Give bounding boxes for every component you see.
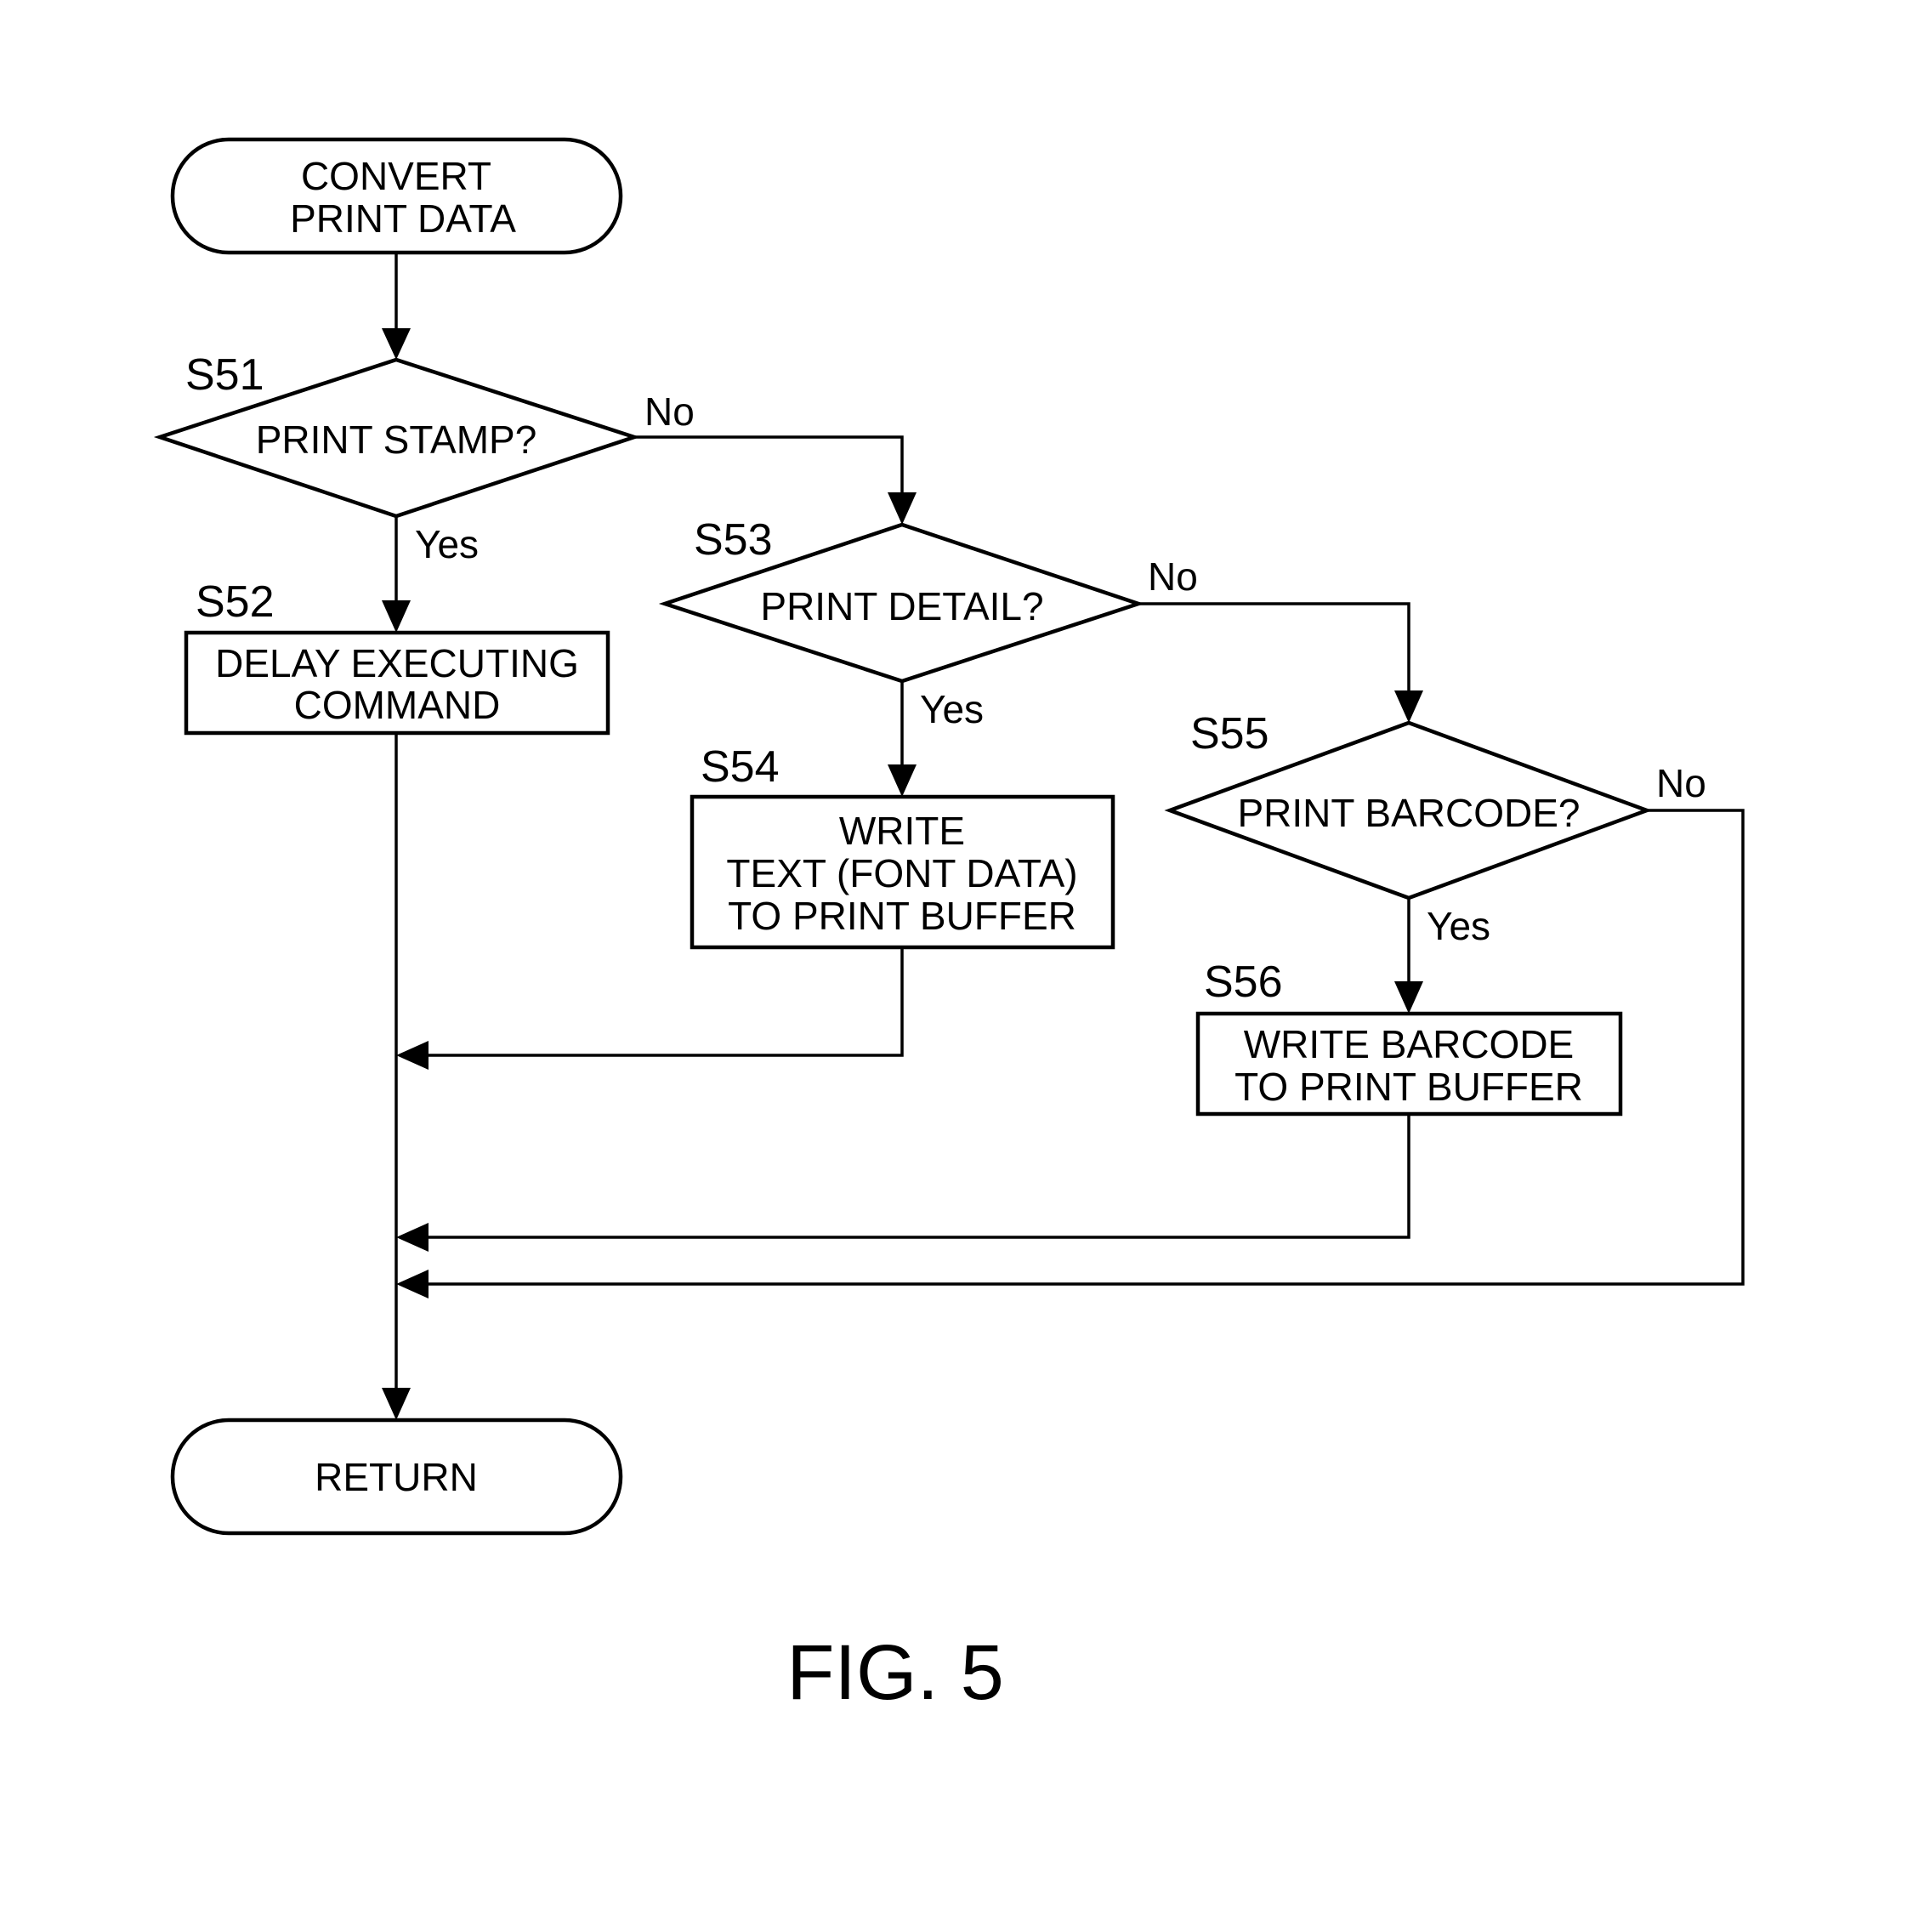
edge-label-s51-yes: Yes — [415, 522, 479, 566]
arrowhead-icon — [1394, 690, 1423, 723]
process-s56-line-1: WRITE BARCODE — [1244, 1022, 1574, 1066]
return-terminal: RETURN — [173, 1420, 621, 1533]
edge-s54-merge — [425, 947, 902, 1055]
process-s54-line-1: WRITE — [839, 809, 965, 853]
process-s52-line-1: DELAY EXECUTING — [215, 641, 579, 685]
edge-label-s55-no: No — [1656, 761, 1706, 805]
edge-s56-merge — [425, 1114, 1409, 1237]
edge-label-s53-no: No — [1148, 554, 1198, 599]
edge-label-s53-yes: Yes — [920, 687, 984, 731]
arrowhead-icon — [396, 1041, 429, 1070]
start-label-line-1: CONVERT — [301, 154, 491, 198]
step-id-s51: S51 — [185, 350, 264, 400]
arrowhead-icon — [382, 328, 411, 360]
process-s54-line-2: TEXT (FONT DATA) — [726, 851, 1077, 895]
edge-s51-no — [634, 437, 902, 496]
arrowhead-icon — [396, 1270, 429, 1298]
arrowhead-icon — [888, 492, 917, 525]
step-id-s54: S54 — [701, 742, 780, 792]
decision-s55-label: PRINT BARCODE? — [1237, 791, 1580, 835]
decision-s55: S55 PRINT BARCODE? No Yes — [1170, 709, 1706, 948]
edge-s53-no — [1138, 604, 1409, 694]
edge-label-s51-no: No — [644, 389, 695, 434]
edge-label-s55-yes: Yes — [1427, 904, 1490, 948]
figure-caption: FIG. 5 — [786, 1629, 1004, 1716]
process-s54-line-3: TO PRINT BUFFER — [728, 894, 1076, 938]
step-id-s56: S56 — [1204, 957, 1283, 1007]
arrowhead-icon — [382, 1388, 411, 1420]
arrowhead-icon — [888, 764, 917, 797]
process-s52-line-2: COMMAND — [294, 683, 501, 727]
decision-s51: S51 PRINT STAMP? No Yes — [160, 350, 695, 566]
arrowhead-icon — [396, 1223, 429, 1252]
step-id-s55: S55 — [1190, 709, 1269, 759]
arrowhead-icon — [382, 600, 411, 633]
process-s56-line-2: TO PRINT BUFFER — [1234, 1065, 1583, 1109]
start-terminal: CONVERT PRINT DATA — [173, 139, 621, 253]
step-id-s52: S52 — [196, 577, 275, 627]
decision-s53-label: PRINT DETAIL? — [760, 584, 1043, 628]
decision-s51-label: PRINT STAMP? — [256, 418, 537, 462]
decision-s53: S53 PRINT DETAIL? No Yes — [665, 515, 1198, 731]
return-label: RETURN — [315, 1455, 478, 1499]
step-id-s53: S53 — [694, 515, 773, 565]
start-label-line-2: PRINT DATA — [290, 196, 516, 241]
arrowhead-icon — [1394, 981, 1423, 1014]
